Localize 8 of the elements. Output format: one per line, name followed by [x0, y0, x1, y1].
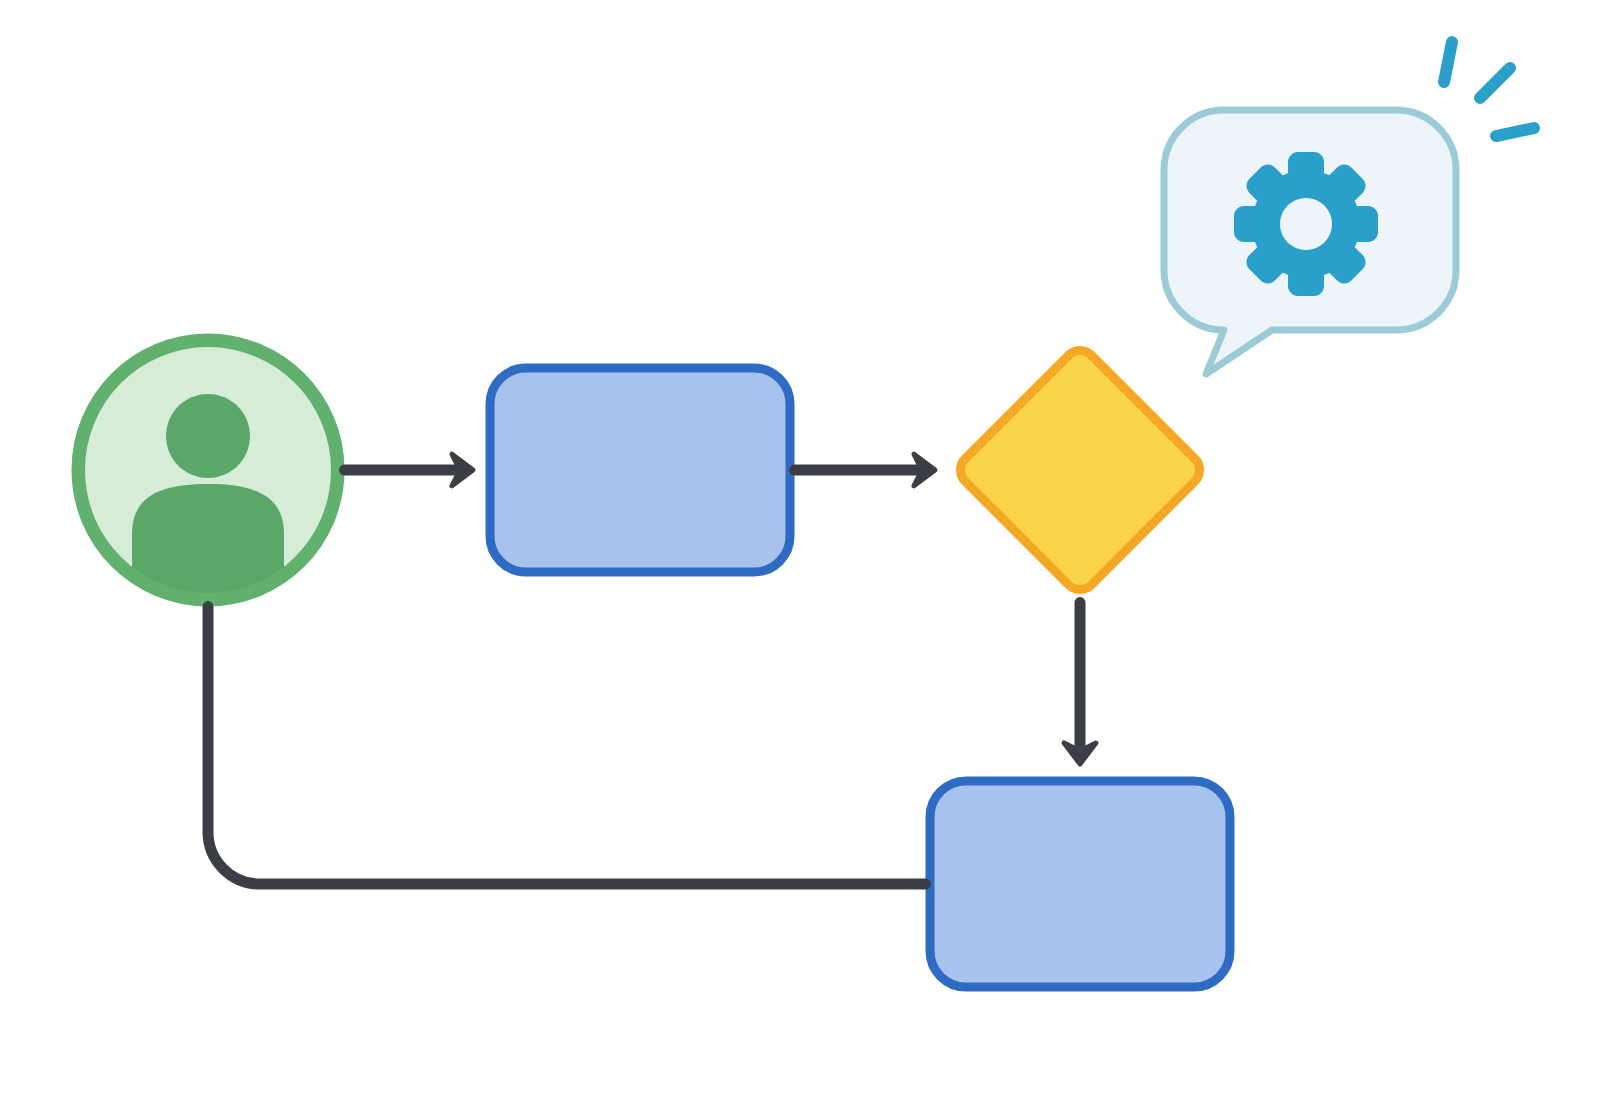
arrow — [789, 451, 938, 489]
person-avatar — [71, 333, 345, 607]
process-box — [925, 776, 1235, 992]
decision-diamond — [956, 346, 1205, 595]
process-box — [485, 363, 795, 577]
connector-line — [202, 601, 931, 890]
arrow — [1061, 597, 1099, 767]
arrow — [339, 451, 476, 489]
